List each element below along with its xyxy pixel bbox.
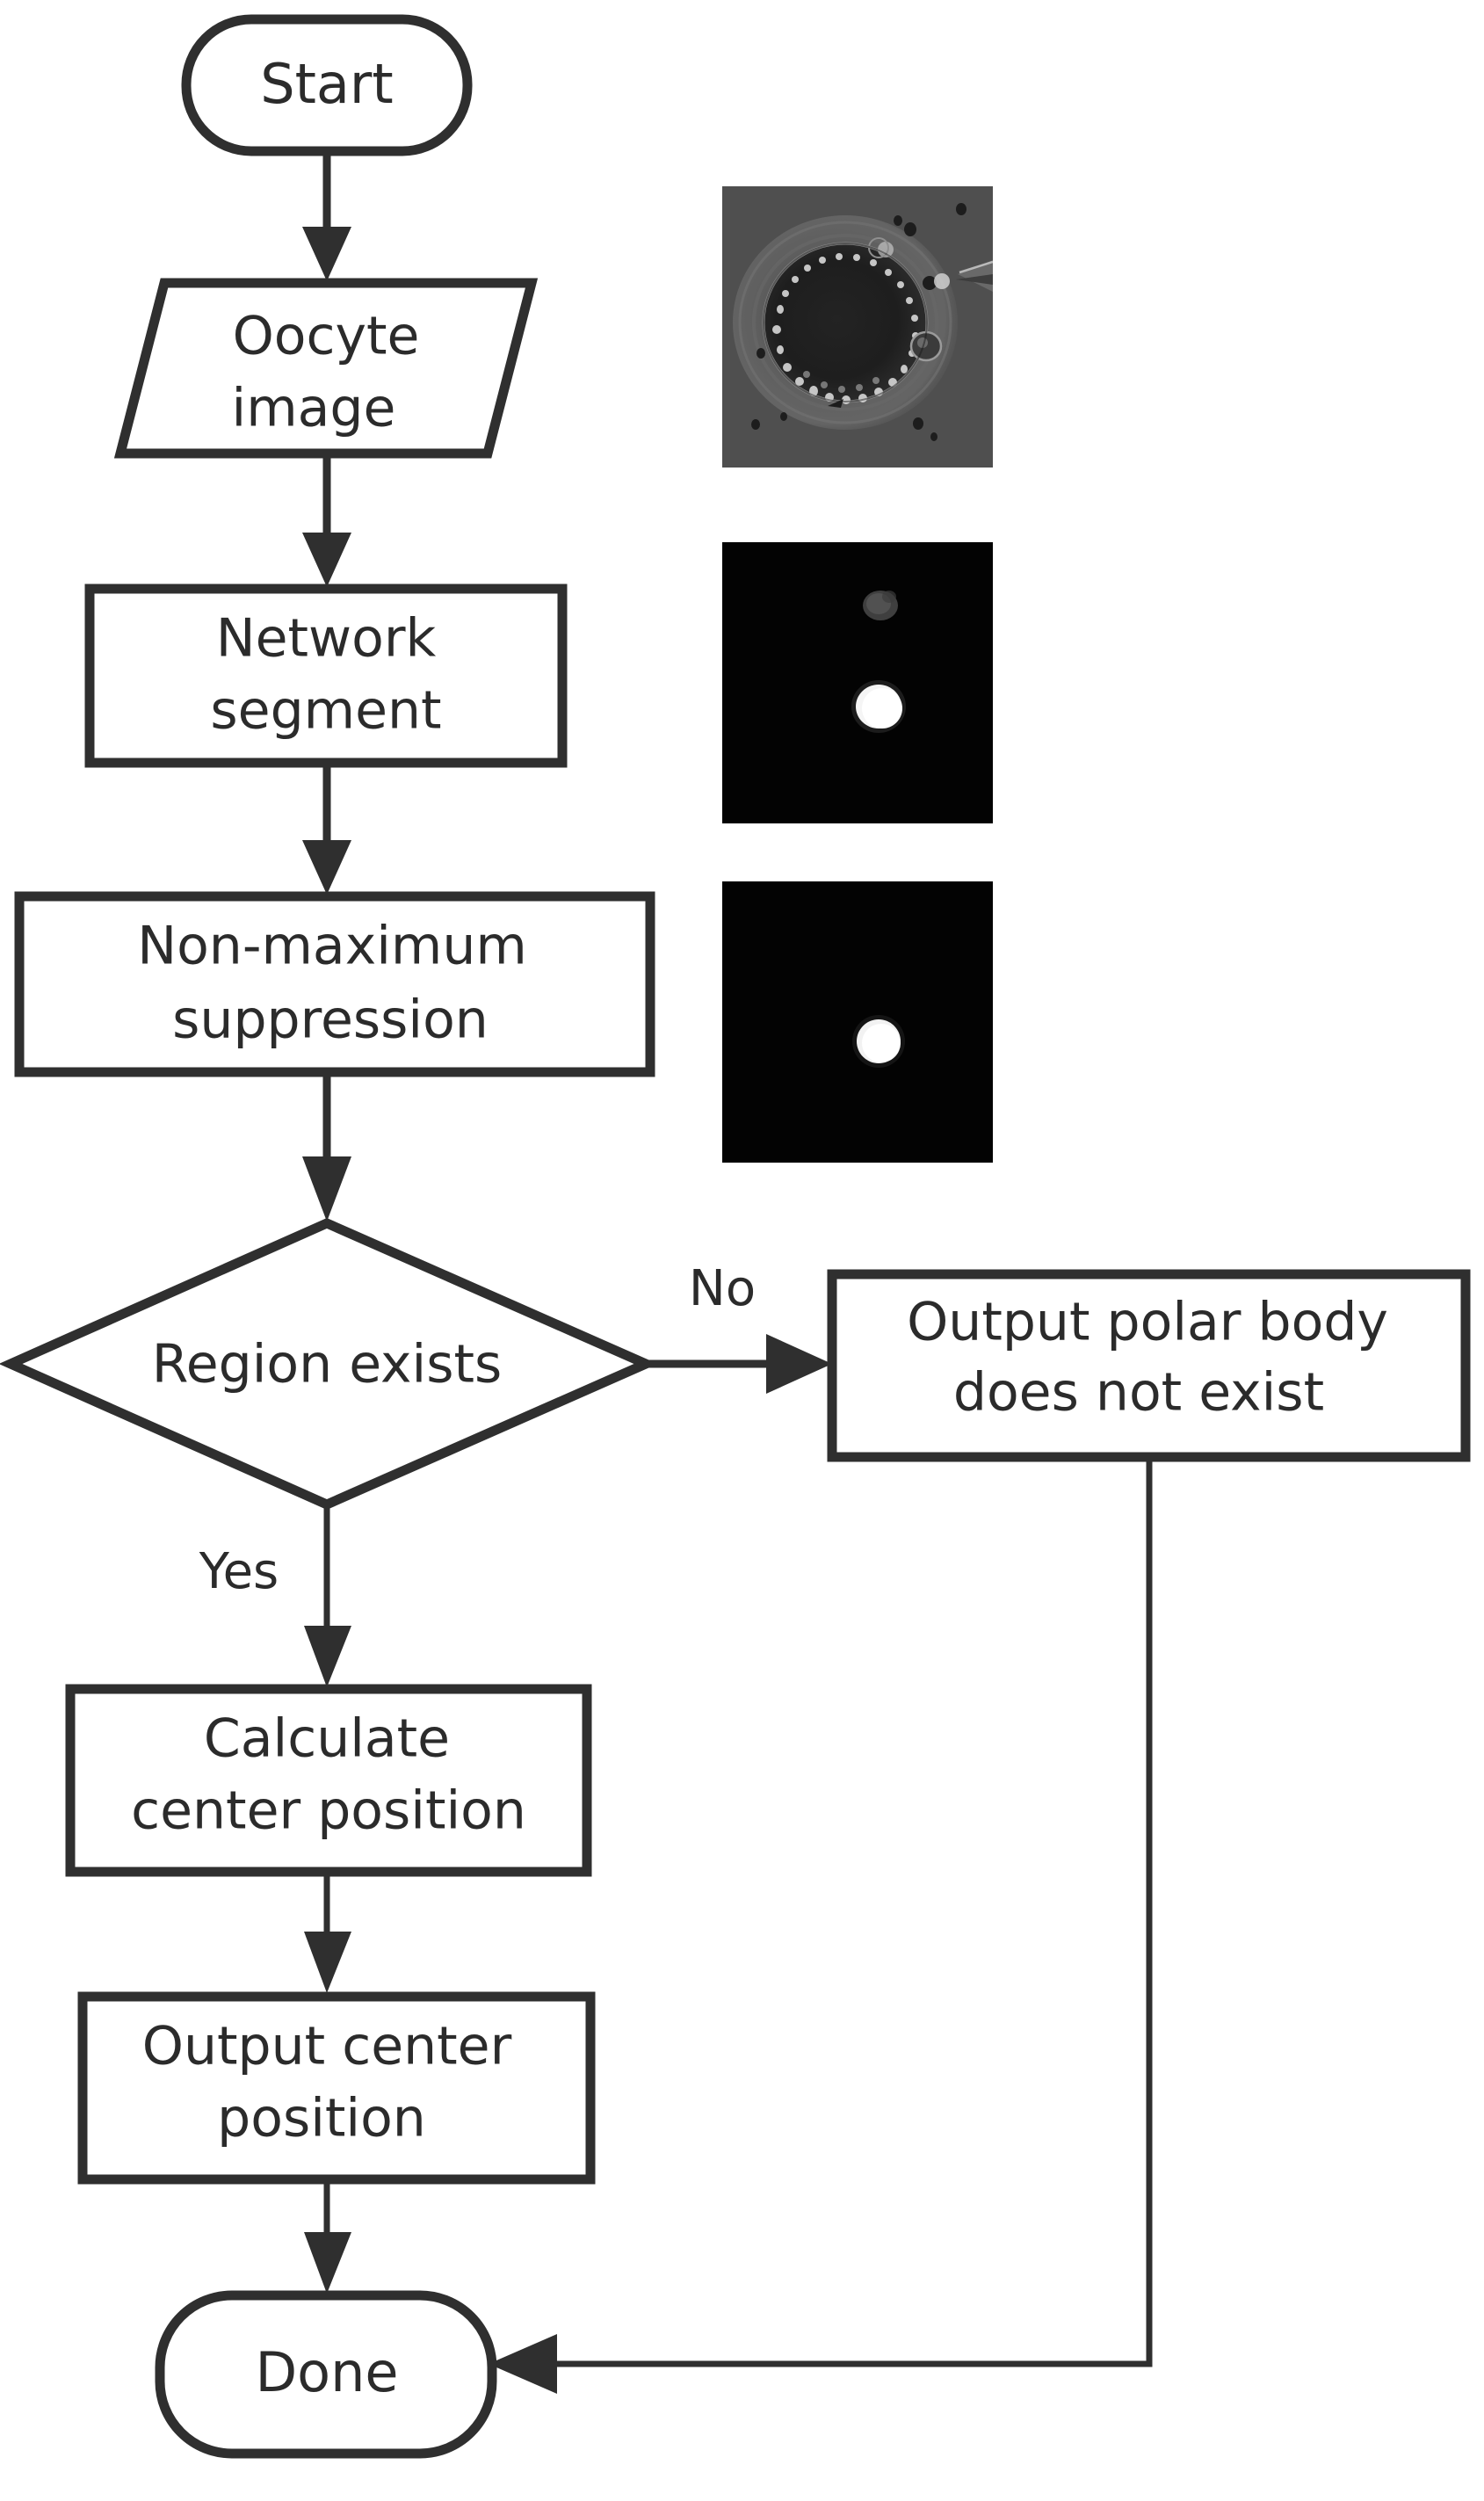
node-output-center-label-line1: Output center bbox=[142, 2016, 512, 2077]
edge-no-polar-body-to-done bbox=[489, 1457, 1153, 2394]
node-done-label: Done bbox=[255, 2340, 398, 2404]
node-no-polar-body[interactable]: Output polar body does not exist bbox=[827, 1269, 1471, 1462]
network-segmentation-map bbox=[722, 542, 993, 823]
node-output-center-label-line2: position bbox=[217, 2088, 426, 2149]
node-nms-label-line1: Non-maximum bbox=[137, 916, 527, 977]
node-start-label: Start bbox=[260, 52, 393, 116]
node-calculate-center[interactable]: Calculate center position bbox=[65, 1684, 592, 1877]
oocyte-brightfield-image bbox=[722, 186, 993, 468]
edge-oocyte-to-network bbox=[302, 453, 351, 587]
node-region-exists-label: Region exists bbox=[152, 1334, 503, 1395]
node-network-segment-label-line1: Network bbox=[216, 608, 437, 670]
node-network-segment[interactable]: Network segment bbox=[84, 584, 568, 768]
node-start[interactable]: Start bbox=[181, 14, 473, 156]
edge-start-to-oocyte bbox=[302, 151, 351, 281]
node-network-segment-label-line2: segment bbox=[210, 680, 441, 742]
node-nms[interactable]: Non-maximum suppression bbox=[14, 891, 655, 1077]
node-no-polar-body-label-line1: Output polar body bbox=[907, 1292, 1388, 1353]
node-region-exists[interactable]: Region exists bbox=[0, 1217, 658, 1511]
node-calculate-center-label-line2: center position bbox=[131, 1780, 526, 1842]
node-oocyte-image-label-line2: image bbox=[232, 378, 396, 439]
node-done[interactable]: Done bbox=[155, 2290, 497, 2459]
edge-calculate-to-output bbox=[304, 1872, 351, 1993]
edge-nms-to-decision bbox=[302, 1072, 351, 1222]
edge-output-to-done bbox=[304, 2179, 351, 2294]
node-nms-label-line2: suppression bbox=[172, 990, 489, 1051]
node-calculate-center-label-line1: Calculate bbox=[204, 1708, 450, 1770]
node-oocyte-image-label-line1: Oocyte bbox=[233, 306, 420, 367]
node-no-polar-body-label-line2: does not exist bbox=[953, 1362, 1324, 1424]
edge-label-yes: Yes bbox=[199, 1543, 279, 1600]
edge-yes-branch: Yes bbox=[199, 1504, 351, 1687]
edge-label-no: No bbox=[689, 1260, 756, 1317]
node-oocyte-image[interactable]: Oocyte image bbox=[113, 278, 539, 459]
edge-no-branch: No bbox=[646, 1260, 832, 1394]
nms-result-map bbox=[722, 881, 993, 1163]
node-output-center[interactable]: Output center position bbox=[77, 1991, 596, 2185]
edge-network-to-nms bbox=[302, 763, 351, 895]
